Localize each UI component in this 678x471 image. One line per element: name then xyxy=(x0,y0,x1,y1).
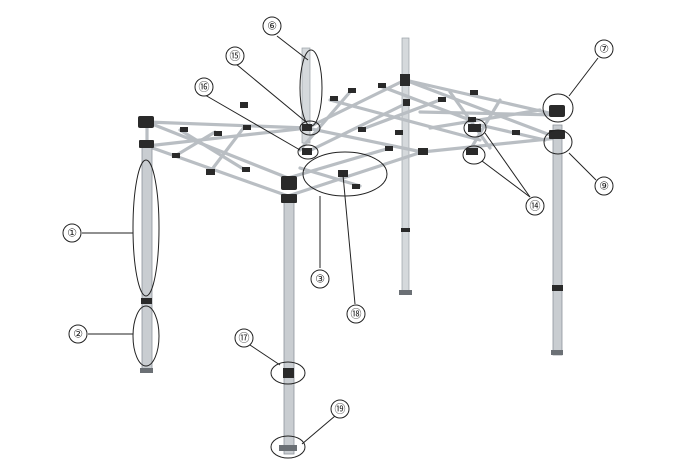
callout-6-label: ⑥ xyxy=(267,20,277,33)
front-center-collar xyxy=(283,368,294,378)
front-left-pole xyxy=(141,145,153,372)
callout-19: ⑲ xyxy=(330,399,350,419)
front-left-slider xyxy=(139,140,154,148)
callout-15-label: ⑮ xyxy=(230,50,241,63)
front-center-foot xyxy=(279,445,297,451)
callout-16: ⑯ xyxy=(194,77,214,97)
callout-16-label: ⑯ xyxy=(199,81,210,94)
callout-9: ⑨ xyxy=(594,176,614,196)
right-collar xyxy=(552,285,563,291)
callout-1-label: ① xyxy=(67,227,77,240)
callout-3-label: ③ xyxy=(315,273,325,286)
ring-joint-a xyxy=(463,118,487,138)
callout-14: ⑭ xyxy=(525,196,545,216)
callout-6: ⑥ xyxy=(262,16,282,36)
ring-collar xyxy=(270,361,306,385)
callout-7-label: ⑦ xyxy=(599,43,609,56)
callout-19-label: ⑲ xyxy=(335,403,346,416)
truss-joints xyxy=(172,74,520,189)
leader-lines xyxy=(82,35,599,445)
back-right-pole-collar xyxy=(401,228,410,232)
truss-frame xyxy=(145,78,560,198)
callout-17-label: ⑰ xyxy=(239,332,250,345)
callout-18: ⑱ xyxy=(346,304,366,324)
front-left-collar xyxy=(141,298,152,304)
ring-hub-upper xyxy=(299,120,321,136)
callout-14-label: ⑭ xyxy=(530,200,541,213)
callout-18-label: ⑱ xyxy=(351,308,362,321)
right-top-joint xyxy=(549,105,565,117)
right-foot xyxy=(551,350,563,355)
callout-2: ② xyxy=(68,324,88,344)
front-left-foot xyxy=(140,368,153,373)
ring-upper-leg xyxy=(132,159,160,297)
ring-lower-leg xyxy=(132,305,160,367)
right-slider xyxy=(549,130,565,139)
callout-1: ① xyxy=(62,223,82,243)
callout-17: ⑰ xyxy=(234,328,254,348)
back-right-pole-foot xyxy=(399,290,412,295)
ring-top-corner xyxy=(542,93,574,123)
front-center-slider xyxy=(281,194,297,203)
front-left-top-joint xyxy=(138,116,154,128)
ring-foot xyxy=(270,435,306,459)
callout-2-label: ② xyxy=(73,328,83,341)
callout-7: ⑦ xyxy=(594,39,614,59)
callout-9-label: ⑨ xyxy=(599,180,609,193)
right-pole xyxy=(552,124,563,356)
front-center-top-joint xyxy=(281,176,297,190)
callout-15: ⑮ xyxy=(225,46,245,66)
front-center-pole xyxy=(283,195,295,455)
callout-3: ③ xyxy=(310,269,330,289)
ring-slider xyxy=(543,129,573,155)
ring-center-pole xyxy=(299,49,323,127)
ring-hub-lower xyxy=(297,144,319,160)
ring-joint-b xyxy=(462,145,486,165)
